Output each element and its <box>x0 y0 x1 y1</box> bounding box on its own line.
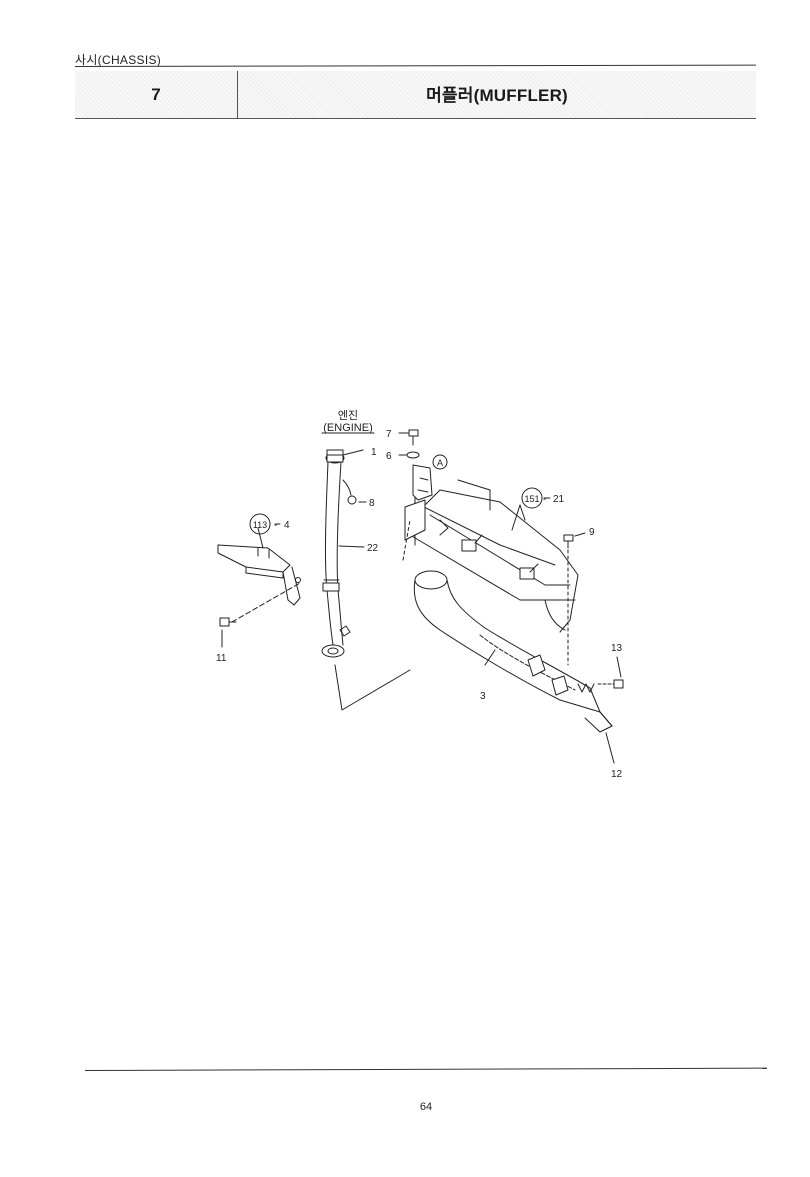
ref-a: A <box>437 458 443 468</box>
engine-label-en: (ENGINE) <box>323 422 373 434</box>
chapter-number: 7 <box>151 84 161 104</box>
ref-circle-151 <box>521 487 543 509</box>
mounting-bracket-part <box>412 464 433 501</box>
header-band <box>75 71 756 119</box>
page-title: 머플러(MUFFLER) <box>426 86 568 105</box>
callout-21-dash: - <box>543 494 546 505</box>
bolt-part <box>597 656 624 689</box>
leader-lines <box>231 432 615 764</box>
callout-6: 6 <box>386 451 392 462</box>
ref-circle-a <box>432 454 448 470</box>
bolt-part <box>563 532 586 666</box>
heat-shield-part <box>217 544 301 606</box>
callout-7: 7 <box>386 429 392 440</box>
section-label: 사시(CHASSIS) <box>75 53 162 67</box>
callout-9: 9 <box>589 527 595 538</box>
callout-22: 22 <box>367 543 379 554</box>
ref-circle-113 <box>249 513 271 535</box>
callout-21: 21 <box>553 494 565 505</box>
header-divider <box>237 71 238 118</box>
callout-3: 3 <box>480 691 486 702</box>
callout-4: 4 <box>284 520 290 531</box>
callout-12: 12 <box>611 769 623 780</box>
bolt-part <box>219 617 237 648</box>
washer-part <box>398 451 420 459</box>
exhaust-pipe-part <box>321 449 351 658</box>
muffler-bracket-frame-part <box>404 479 579 633</box>
callout-8: 8 <box>369 498 375 509</box>
bolt-part <box>398 429 419 446</box>
muffler-body-part <box>413 570 613 733</box>
callout-1: 1 <box>371 447 377 458</box>
ref-151: 151 <box>524 494 539 504</box>
ref-113: 113 <box>253 520 267 530</box>
callout-11: 11 <box>216 653 227 664</box>
callout-4-dash: - <box>274 520 277 531</box>
callout-13: 13 <box>611 643 623 654</box>
clamp-bolt-part <box>342 479 367 505</box>
page-number: 64 <box>419 1101 433 1113</box>
engine-label-ko: 엔진 <box>338 409 358 422</box>
